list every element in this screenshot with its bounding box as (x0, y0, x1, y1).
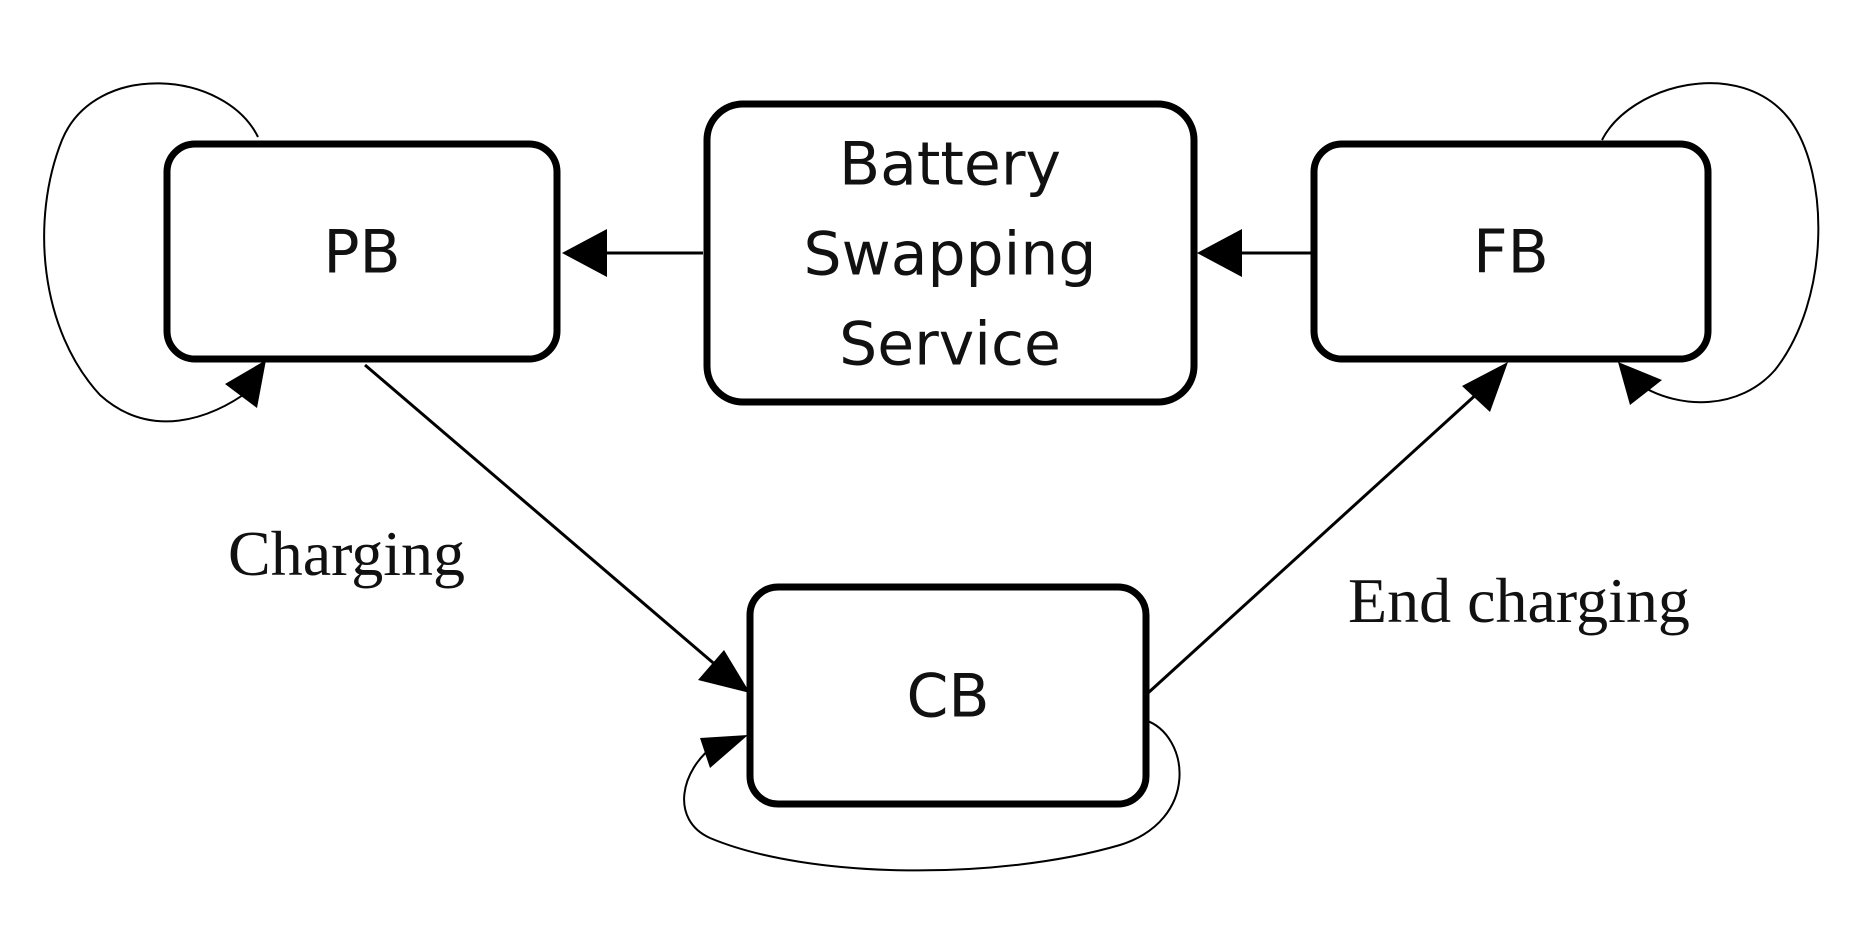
pb-to-cb-arrowhead (698, 650, 750, 693)
cb-to-fb-edge (1146, 389, 1482, 695)
end-charging-edge-label: End charging (1348, 565, 1690, 636)
pb-self-loop-arrowhead (225, 360, 266, 408)
fb-self-loop-arrowhead (1618, 362, 1662, 405)
cb-self-loop-arrowhead (700, 735, 748, 768)
cb-label: CB (906, 662, 989, 732)
cb-node: CB (746, 583, 1150, 808)
pb-self-loop (43, 82, 259, 423)
fb-node: FB (1310, 140, 1712, 363)
fb-to-service-arrowhead (1197, 229, 1242, 277)
pb-node: PB (163, 140, 561, 363)
battery-swapping-service-node: Battery Swapping Service (703, 100, 1198, 406)
pb-label: PB (323, 218, 400, 288)
cb-self-loop (683, 719, 1181, 872)
cb-to-fb-arrowhead (1462, 362, 1508, 412)
pb-to-cb-edge (364, 363, 719, 669)
service-label-line-2: Swapping (804, 220, 1097, 290)
service-label-line-1: Battery (839, 130, 1061, 200)
service-to-pb-arrowhead (562, 229, 607, 277)
fb-self-loop (1601, 82, 1820, 404)
service-label-line-3: Service (839, 310, 1061, 380)
fb-label: FB (1473, 218, 1549, 288)
charging-edge-label: Charging (228, 518, 465, 589)
